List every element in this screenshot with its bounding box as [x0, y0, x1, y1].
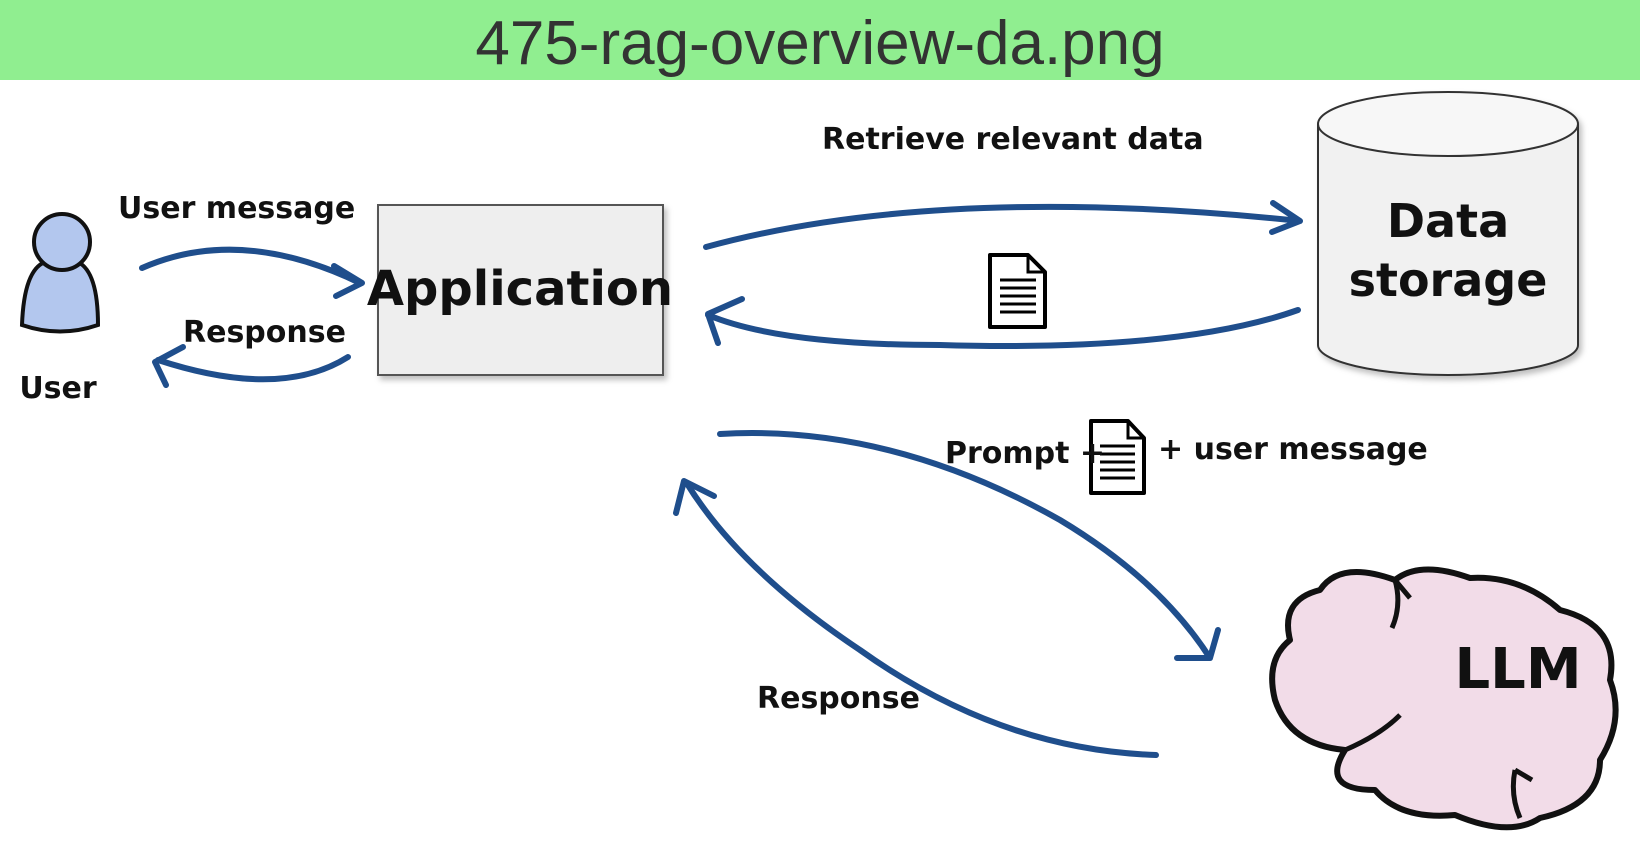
data-storage-label-line2: storage: [1349, 253, 1548, 307]
database-icon: [1317, 91, 1579, 376]
title-banner: 475-rag-overview-da.png: [0, 0, 1640, 80]
data-storage-label-line1: Data: [1387, 194, 1509, 248]
page-title: 475-rag-overview-da.png: [475, 9, 1165, 78]
data-return-arrow: [705, 296, 1301, 349]
user-message-arrow: [139, 246, 365, 299]
user-label: User: [19, 371, 97, 406]
retrieve-label: Retrieve relevant data: [822, 122, 1204, 157]
response-from-llm-arrow: [673, 478, 1159, 758]
response-to-user-arrow: [152, 344, 351, 388]
document-icon: [1089, 419, 1146, 495]
prompt-right-label: + user message: [1158, 432, 1428, 467]
user-message-label: User message: [118, 191, 355, 226]
response-to-user-label: Response: [183, 315, 346, 350]
prompt-to-llm-arrow: [717, 430, 1221, 661]
brain-icon: [1269, 566, 1619, 831]
application-box: [377, 204, 664, 376]
prompt-left-label: Prompt +: [945, 436, 1105, 471]
document-icon: [988, 253, 1047, 329]
user-icon: [19, 212, 101, 334]
application-label: Application: [367, 261, 673, 317]
retrieve-arrow: [703, 200, 1303, 250]
response-from-llm-label: Response: [757, 681, 920, 716]
llm-label: LLM: [1454, 637, 1581, 702]
rag-diagram: User Application Data storage LLM User m…: [19, 91, 1619, 831]
